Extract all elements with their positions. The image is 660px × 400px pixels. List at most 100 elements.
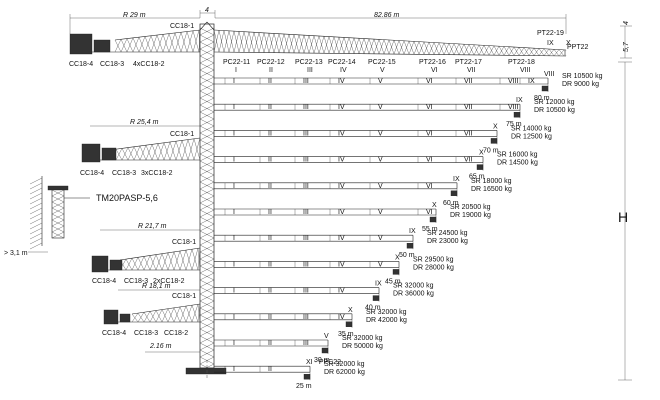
section-num-10-4: IV [338,314,345,321]
section-num-11-1: I [233,340,235,347]
section-num-2-5: V [378,104,383,111]
section-header-1: PC22-11 [223,59,250,66]
jib-length-9: 40 m [365,305,381,312]
section-num-9-4: IV [338,288,345,295]
section-header-8: PT22-18 [508,59,535,66]
label-cc18-1-lower: CC18-1 [172,239,196,246]
section-num-1-8: VIII [508,78,519,85]
label-3xcc18-2: 3xCC18-2 [141,170,173,177]
sr-load-3: SR 14000 kg [511,125,552,132]
section-num-3-2: II [268,130,272,137]
section-num-5-2: II [268,183,272,190]
tm20pasp-base: TM20PASP-5,6 > 3,1 m [4,176,158,257]
jib-length-8: 45 m [385,278,401,285]
jib-length-3: 70 m [483,147,499,154]
dr-load-7: DR 23000 kg [427,238,468,245]
section-num-9-2: II [268,288,272,295]
end-section-9: IX [375,281,382,288]
dr-load-10: DR 42000 kg [366,317,407,324]
section-num-7-3: III [303,235,309,242]
section-roman-1: I [235,67,237,74]
sr-load-12: SR 32000 kg [324,361,365,368]
hook-4 [476,164,484,170]
section-num-7-2: II [268,235,272,242]
counterweight-block-2 [81,143,101,163]
jib-length-6: 55 m [422,226,438,233]
hook-6 [429,216,437,223]
section-num-11-3: III [303,340,309,347]
section-roman-5: V [380,67,385,74]
label-cc18-2-bottom: CC18-2 [164,330,188,337]
section-num-9-1: I [233,288,235,295]
section-roman-3: III [307,67,313,74]
section-num-3-6: VI [426,130,433,137]
end-section-3: X [493,123,498,130]
label-2xcc18-2: 2xCC18-2 [153,278,185,285]
sr-load-6: SR 20500 kg [450,204,491,211]
label-pt22-19: PT22-19 [537,30,564,37]
section-num-9-3: III [303,288,309,295]
section-num-3-5: V [378,130,383,137]
dim-r18-1: R 18,1 m [142,283,171,290]
section-num-10-1: I [233,314,235,321]
section-num-1-1: I [233,78,235,85]
end-section-11: V [324,333,329,340]
section-num-4-4: IV [338,157,345,164]
hook-9 [372,295,380,301]
jib-length-2: 75 m [506,121,522,128]
label-cc18-3-top: CC18-3 [100,61,124,68]
top-crane: CC18-1 CC18-4 CC18-3 4xCC18-2 PT22-19 IX… [69,21,589,68]
counter-jib-25-4: R 25,4 m CC18-1 CC18-4 CC18-3 3xCC18-2 [80,119,201,177]
section-header-6: PT22-16 [419,59,446,66]
section-num-5-5: V [378,183,383,190]
section-header-5: PC22-15 [368,59,396,66]
section-num-6-1: I [233,209,235,216]
top-dimensions: R 29 m 4 82.86 m 5,7 4 H [69,7,632,381]
jib-length-4: 65 m [469,174,485,181]
section-roman-8: VIII [520,67,531,74]
dr-load-4: DR 14500 kg [497,160,538,167]
label-ix-top: IX [547,40,554,47]
dr-load-11: DR 50000 kg [342,343,383,350]
section-num-6-2: II [268,209,272,216]
section-num-4-5: V [378,157,383,164]
label-cc18-3-bottom: CC18-3 [134,330,158,337]
dr-load-5: DR 16500 kg [471,186,512,193]
section-num-6-6: VI [426,209,433,216]
dr-load-6: DR 19000 kg [450,212,491,219]
section-num-2-1: I [233,104,235,111]
label-cc18-4-bottom: CC18-4 [102,330,126,337]
counter-jib-21-7: R 21,7 m CC18-1 CC18-4 CC18-3 2xCC18-2 [91,223,201,285]
dim-gt-3-1: > 3,1 m [4,250,28,257]
jib-length-11: 30 m [314,357,330,364]
jib-length-7: 50 m [399,252,415,259]
end-section-12: XI - PPC22 [306,359,341,366]
section-num-5-4: IV [338,183,345,190]
section-num-2-8: VIII [508,104,519,111]
section-num-3-1: I [233,130,235,137]
dim-4: 4 [205,7,209,14]
jib-length-10: 35 m [338,331,354,338]
section-num-2-3: III [303,104,309,111]
sr-load-4: SR 16000 kg [497,152,538,159]
label-cc18-1-mid: CC18-1 [170,131,194,138]
section-headers: PC22-11IPC22-12IIPC22-13IIIPC22-14IVPC22… [223,59,535,74]
section-num-4-1: I [233,157,235,164]
label-x-top: X [566,40,571,47]
section-num-8-3: III [303,261,309,268]
dr-load-1: DR 9000 kg [562,81,599,88]
section-num-12-1: I [233,366,235,373]
section-num-7-4: IV [338,235,345,242]
dim-4b: 4 [623,21,630,25]
sr-load-7: SR 24500 kg [427,230,468,237]
sr-load-2: SR 12000 kg [534,99,575,106]
